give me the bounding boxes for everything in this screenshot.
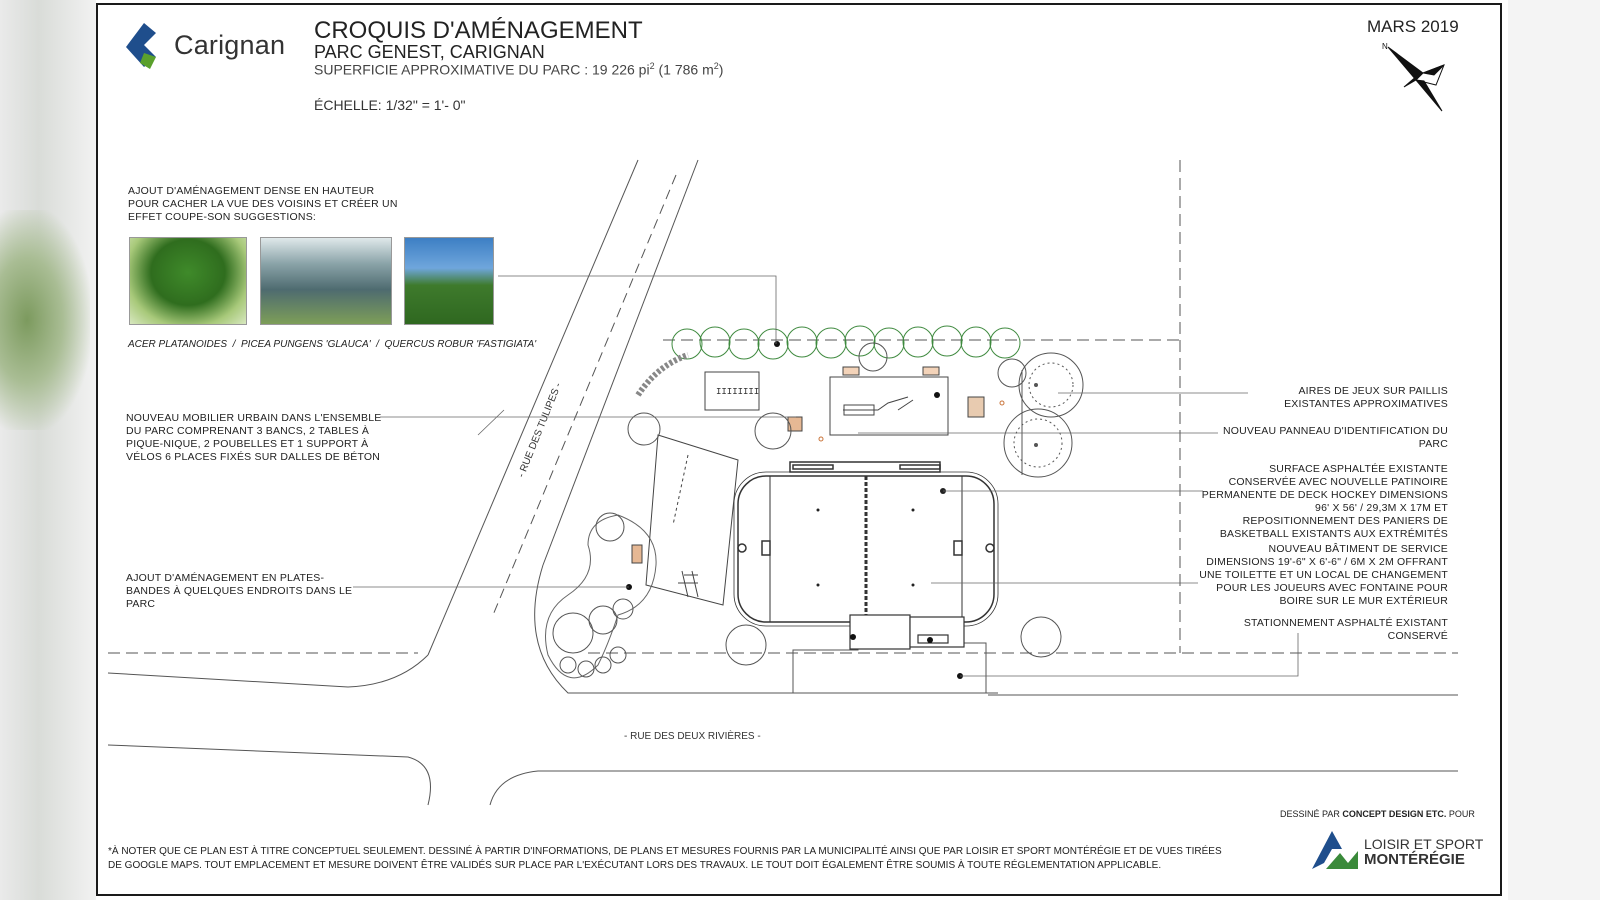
species-picea: PICEA PUNGENS 'GLAUCA'	[241, 339, 371, 350]
trees-note: AJOUT D'AMÉNAGEMENT DENSE EN HAUTEUR POU…	[128, 185, 398, 223]
page-title: CROQUIS D'AMÉNAGEMENT	[314, 17, 643, 44]
brand-name: Carignan	[174, 30, 286, 60]
plan-sheet: IIIIIIII	[96, 3, 1502, 896]
site-plan-drawing: IIIIIIII	[107, 23, 1458, 869]
drawing-credit: DESSINÉ PAR CONCEPT DESIGN ETC. POUR	[1280, 809, 1475, 819]
area-sup-2: 2	[713, 61, 719, 71]
rink-note: SURFACE ASPHALTÉE EXISTANTE CONSERVÉE AV…	[1201, 463, 1448, 540]
acer-photo	[129, 237, 247, 325]
street-deux-rivieres: - RUE DES DEUX RIVIÈRES -	[624, 731, 761, 742]
svg-text:N: N	[1382, 42, 1388, 51]
svg-text:IIIIIIII: IIIIIIII	[716, 387, 759, 397]
service-building	[849, 614, 965, 650]
carignan-logo-icon	[126, 23, 156, 69]
hedge-row	[635, 325, 1021, 397]
area-mid: (1 786 m	[654, 61, 714, 78]
park-name: PARC GENEST, CARIGNAN	[314, 42, 545, 62]
credit-prefix: DESSINÉ PAR	[1280, 809, 1343, 819]
picea-photo	[260, 237, 392, 325]
species-acer: ACER PLATANOIDES	[128, 339, 228, 350]
lsm-line-1: LOISIR ET SPORT	[1364, 836, 1484, 852]
tulipes-edge-line	[427, 159, 639, 656]
trees	[552, 342, 1084, 678]
credit-firm: CONCEPT DESIGN ETC.	[1342, 809, 1447, 819]
area-suffix: )	[718, 61, 724, 78]
species-separator: /	[376, 339, 379, 350]
species-separator: /	[232, 339, 236, 350]
drawing-date: MARS 2019	[1367, 17, 1459, 36]
parking-note: STATIONNEMENT ASPHALTÉ EXISTANT CONSERVÉ	[1243, 617, 1448, 642]
background-left	[0, 0, 96, 900]
species-quercus: QUERCUS ROBUR 'FASTIGIATA'	[384, 339, 537, 350]
building-note: NOUVEAU BÂTIMENT DE SERVICE DIMENSIONS 1…	[1199, 543, 1448, 607]
lsm-wordmark: LOISIR ET SPORT MONTÉRÉGIE	[1364, 836, 1483, 868]
drawing-scale: ÉCHELLE: 1/32" = 1'- 0"	[314, 97, 466, 113]
furniture-note: NOUVEAU MOBILIER URBAIN DANS L'ENSEMBLE …	[126, 412, 382, 463]
playground-note: AIRES DE JEUX SUR PAILLIS EXISTANTES APP…	[1284, 385, 1448, 410]
lsm-line-2: MONTÉRÉGIE	[1364, 851, 1465, 868]
loisir-sport-monteregie-logo-icon	[1312, 831, 1358, 869]
flowerbed-note: AJOUT D'AMÉNAGEMENT EN PLATES-BANDES À Q…	[126, 572, 353, 610]
species-captions: ACER PLATANOIDES / PICEA PUNGENS 'GLAUCA…	[128, 339, 536, 350]
quercus-photo	[404, 237, 494, 325]
credit-suffix: POUR	[1446, 809, 1475, 819]
park-area: SUPERFICIE APPROXIMATIVE DU PARC : 19 22…	[314, 61, 723, 78]
sign-note: NOUVEAU PANNEAU D'IDENTIFICATION DU PARC	[1222, 425, 1448, 450]
area-sup-1: 2	[649, 61, 655, 71]
north-arrow-icon: N	[1382, 42, 1445, 112]
deck-hockey-rink	[733, 461, 999, 627]
background-right	[1508, 0, 1600, 900]
leader-lines	[353, 275, 1299, 677]
area-prefix: SUPERFICIE APPROXIMATIVE DU PARC : 19 22…	[314, 61, 650, 78]
background-foliage	[0, 210, 90, 430]
disclaimer: *À NOTER QUE CE PLAN EST À TITRE CONCEPT…	[108, 846, 1222, 871]
